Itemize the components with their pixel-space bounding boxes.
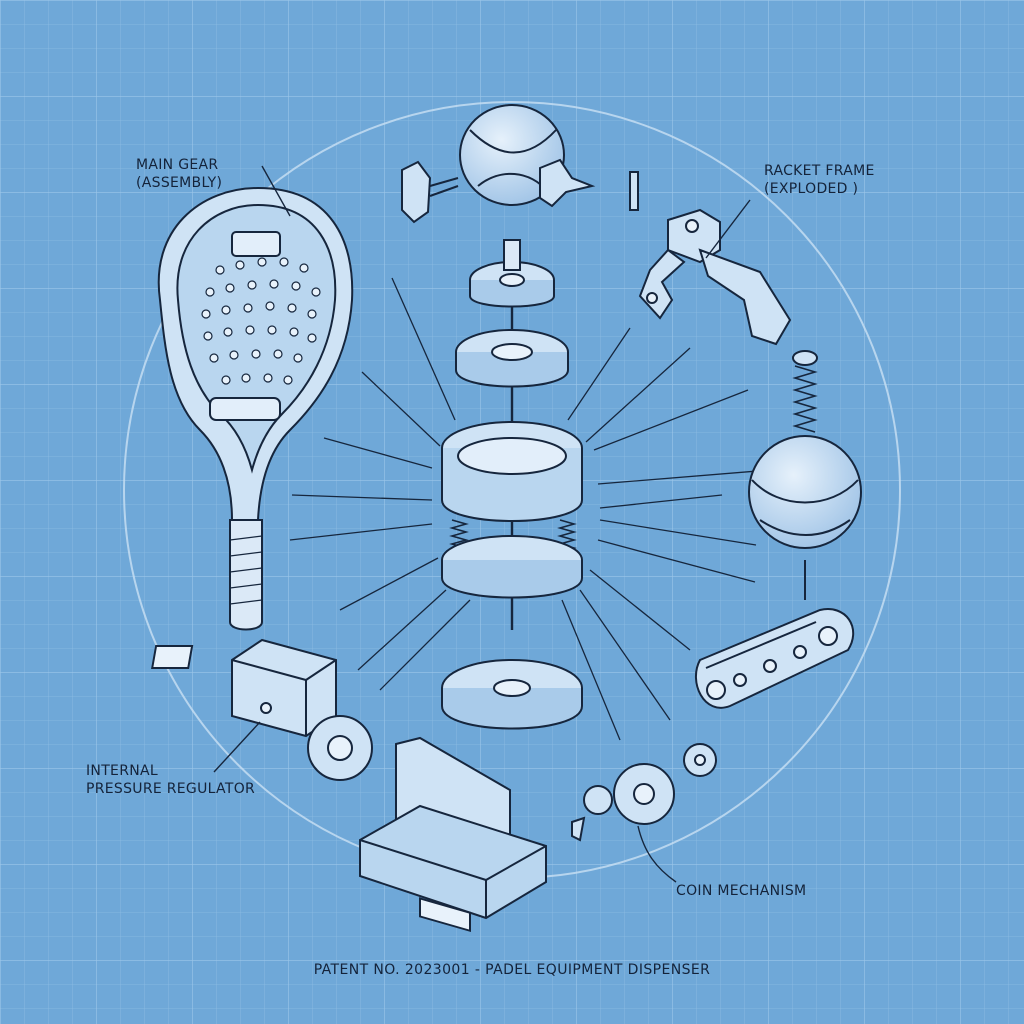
pressure-regulator-label-line2: PRESSURE REGULATOR xyxy=(86,781,256,797)
upper-gear xyxy=(455,329,569,388)
top-small-gear xyxy=(469,239,555,308)
central-column xyxy=(441,239,583,730)
coin-mechanism-label: COIN MECHANISM xyxy=(676,883,807,899)
pressure-regulator-label-line1: INTERNAL xyxy=(86,763,158,779)
coin-gears xyxy=(571,743,717,842)
conveyor-belt xyxy=(695,608,855,709)
spring-ball xyxy=(748,350,862,600)
padel-racket xyxy=(157,186,354,631)
pressure-gear xyxy=(307,715,373,781)
pressure-regulator-label: INTERNAL PRESSURE REGULATOR xyxy=(86,762,255,798)
main-gear-label-line1: MAIN GEAR xyxy=(136,157,219,173)
leader-lines xyxy=(213,165,751,883)
patent-caption: PATENT NO. 2023001 - PADEL EQUIPMENT DIS… xyxy=(313,962,711,978)
pin-part xyxy=(629,171,639,211)
main-housing xyxy=(441,421,583,599)
main-gear-label: MAIN GEAR (ASSEMBLY) xyxy=(136,156,222,192)
clip-bracket-left xyxy=(401,160,459,224)
racket-frame-label-line1: RACKET FRAME xyxy=(764,163,875,179)
arm-bracket xyxy=(638,208,792,346)
coin-housing xyxy=(359,736,547,933)
radial-lines xyxy=(289,277,771,741)
bottom-gear xyxy=(441,659,583,730)
top-ball xyxy=(459,104,596,208)
racket-frame-label-line2: (EXPLODED ) xyxy=(764,181,859,197)
main-gear-label-line2: (ASSEMBLY) xyxy=(136,175,223,191)
racket-frame-label: RACKET FRAME (EXPLODED ) xyxy=(764,162,875,198)
pressure-regulator-block xyxy=(151,638,337,738)
